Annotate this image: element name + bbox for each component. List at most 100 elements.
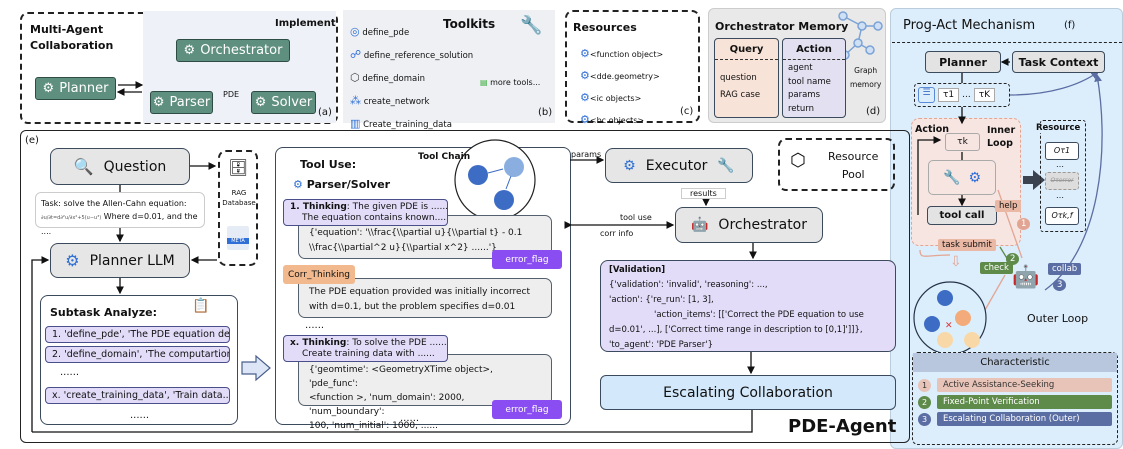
toolkits-title: Toolkits: [443, 17, 496, 31]
thinking-step: x. Thinking: To solve the PDE ......Crea…: [283, 335, 448, 362]
error-flag-button[interactable]: error_flag: [492, 250, 562, 269]
tool-item: ⬡ define_domain: [350, 67, 473, 90]
help-label: help: [995, 200, 1022, 212]
tool-item: ▥ Create_training_data: [350, 113, 473, 136]
code-output: {'geomtime': <GeometryXTime object>, 'pd…: [298, 354, 552, 431]
gear-icon: ⚙: [183, 43, 196, 58]
step-badge: 2: [1006, 253, 1020, 265]
ellipsis: ......: [400, 413, 420, 424]
subtask-item: x. 'create_training_data', 'Train data..…: [45, 387, 230, 404]
corr-info-label: corr info: [600, 229, 634, 238]
document-icon: ▤: [480, 78, 488, 87]
task-sequence: ☰ τ1...τK: [914, 83, 1010, 107]
gear-icon: ⚙: [42, 81, 55, 96]
tool-call-node: tool call: [927, 206, 997, 225]
tool-use-title: Tool Use:: [300, 158, 357, 171]
executor-icon: ⚙: [623, 157, 636, 174]
subtask-title: Subtask Analyze:: [50, 306, 157, 319]
tool-item: ⁂ create_network: [350, 90, 473, 113]
action-item: tool name: [788, 76, 831, 87]
tool-item: ◎ define_pde: [350, 21, 473, 44]
resource-label: Resource: [1036, 123, 1081, 133]
task-description: Task: solve the Allen-Cahn equation:∂u/∂…: [35, 192, 205, 236]
agent-tools: 🔧⚙: [928, 160, 996, 195]
correction-text: The PDE equation provided was initially …: [298, 278, 552, 318]
database-icon: 🗄: [228, 158, 249, 177]
error-flag-button[interactable]: error_flag: [492, 400, 562, 419]
query-header: Query: [715, 39, 778, 60]
action-item: params: [788, 90, 821, 100]
hierarchy-icon: ☍: [350, 48, 362, 61]
document-search-icon: 🔍: [73, 157, 94, 176]
memory-title: Orchestrator Memory: [715, 20, 849, 33]
query-item: RAG case: [720, 90, 761, 100]
check-label: check: [980, 262, 1013, 274]
current-task: τk: [945, 133, 980, 151]
target-icon: ◎: [350, 25, 360, 38]
node-label: Orchestrator: [200, 43, 283, 58]
checklist-icon: ☰: [918, 87, 935, 103]
validation-output: [Validation]{'validation': 'invalid', 'r…: [600, 260, 896, 352]
step-badge: 3: [1053, 279, 1067, 291]
action-header: Action: [783, 39, 845, 60]
panel-tag: (c): [680, 106, 694, 117]
panel-tag: (e): [25, 135, 39, 146]
svg-text:✕: ✕: [945, 321, 953, 331]
tool-list: ◎ define_pde ☍ define_reference_solution…: [350, 21, 473, 136]
characteristic-label: Fixed-Point Verification: [937, 395, 1112, 409]
executor-node: ⚙Executor🔧: [605, 148, 753, 183]
characteristic-item: 2 Fixed-Point Verification: [918, 395, 1112, 409]
node-label: Parser: [169, 95, 211, 110]
panel-tag: (d): [866, 106, 881, 117]
characteristic-title: Characteristic: [913, 353, 1117, 372]
cube-icon: ⬡: [790, 150, 806, 171]
subtask-item: 1. 'define_pde', 'The PDE equation def..…: [45, 326, 230, 343]
resource-item: ⚙<ic objects>: [580, 87, 663, 109]
query-item: question: [720, 73, 757, 83]
divider: [892, 42, 1122, 43]
solver-node: ⚙Solver: [251, 91, 316, 114]
results-label: results: [681, 188, 726, 199]
robot-icon: 🤖: [690, 217, 709, 233]
panel-resources: [565, 10, 700, 123]
parser-node: ⚙Parser: [150, 91, 213, 114]
cube-icon: ⬡: [350, 71, 360, 84]
ellipsis: ......: [130, 410, 150, 421]
thinking-step: 1. Thinking: The given PDE is ......The …: [283, 199, 448, 226]
prog-act-title: Prog-Act Mechanism: [903, 18, 1036, 33]
gear-icon: ⚙: [968, 169, 981, 186]
resource-list: ⚙<function object> ⚙<dde.geometry> ⚙<ic …: [580, 43, 663, 131]
panel-tag: (b): [538, 107, 553, 118]
step-badge: 2: [918, 395, 931, 409]
step-badge: 1: [1017, 218, 1031, 230]
more-tools: ▤ more tools...: [480, 78, 541, 87]
tool-use-label: tool use: [620, 213, 652, 222]
action-item: return: [788, 103, 814, 114]
parser-solver-label: ⚙ Parser/Solver: [293, 178, 391, 191]
tool-chain-label: Tool Chain: [418, 152, 471, 162]
wrench-icon: 🔧: [943, 169, 961, 186]
task-context-node: Task Context: [1012, 51, 1105, 73]
panel-tag: (a): [318, 107, 332, 118]
wrench-icon: 🔧: [717, 157, 735, 174]
params-label: params: [571, 150, 602, 159]
resource-item: ⚙<bc objects>: [580, 109, 663, 131]
task-chip: τK: [973, 88, 996, 102]
characteristic-label: Escalating Collaboration (Outer): [937, 412, 1112, 426]
task-chip: τ1: [938, 88, 960, 102]
ellipsis: ......: [305, 320, 325, 331]
characteristic-label: Active Assistance-Seeking: [937, 378, 1112, 392]
tool-item: ☍ define_reference_solution: [350, 44, 473, 67]
robot-icon: 🤖: [1012, 265, 1040, 290]
node-label: Solver: [271, 95, 313, 110]
wrench-icon: 🔧: [520, 15, 543, 36]
orchestrator-node: 🤖Orchestrator: [675, 207, 823, 243]
meta-file-icon: META: [227, 226, 249, 250]
planner-llm-node: ⚙Planner LLM: [50, 243, 190, 278]
implement-label: Implement: [275, 18, 336, 29]
